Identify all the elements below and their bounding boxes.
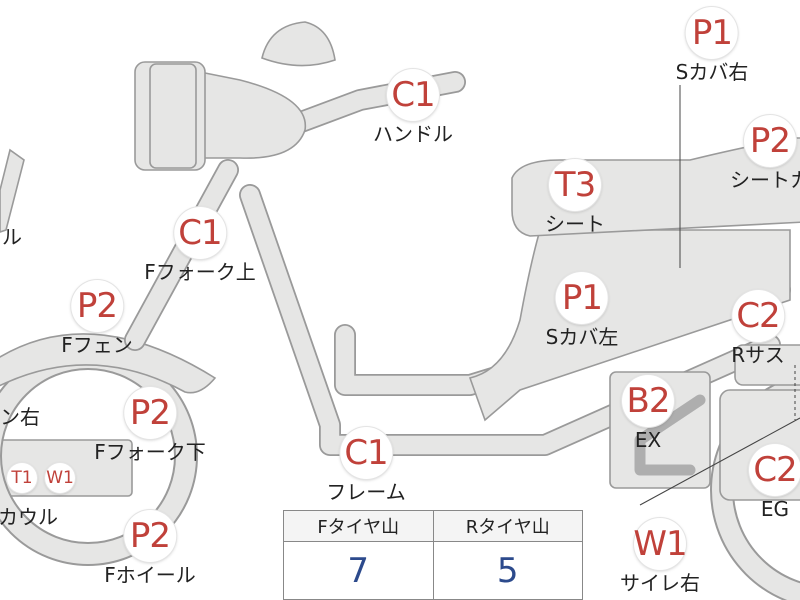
- callout-badge: T1: [7, 463, 37, 493]
- callout-badge: P2: [123, 387, 176, 439]
- callout-label: Fフォーク上: [144, 260, 256, 284]
- mirror-shape: [261, 21, 336, 67]
- callout-front-fender: P2 Fフェン: [61, 280, 133, 356]
- callout-label: シート: [545, 212, 605, 236]
- rear-suspension-shape: [734, 344, 800, 386]
- partial-label-left-bottom: カウル: [0, 505, 58, 529]
- callout-exhaust: B2 EX: [622, 375, 674, 451]
- callout-fork-upper: C1 Fフォーク上: [144, 207, 256, 283]
- callout-rear-suspension: C2 Rサス: [731, 290, 785, 366]
- callout-frame: C1 フレーム: [326, 427, 406, 504]
- rear-tire-value: 5: [432, 541, 583, 600]
- front-fender-shape: [0, 333, 217, 394]
- rear-tire-header: Rタイヤ山: [432, 510, 583, 542]
- callout-front-wheel: P2 Fホイール: [104, 510, 196, 586]
- callout-label: EG: [760, 497, 790, 521]
- callout-engine: C2 EG: [749, 444, 800, 520]
- tire-tread-table: Fタイヤ山 Rタイヤ山 7 5: [283, 510, 583, 600]
- callout-badge: P2: [70, 280, 123, 332]
- front-tire-value: 7: [283, 541, 434, 600]
- callout-badge: C1: [387, 69, 439, 121]
- callout-side-cover-right: P1 Sカバ右: [675, 7, 749, 84]
- callout-badge: T3: [549, 159, 601, 211]
- callout-silencer-right: W1 サイレ右: [620, 518, 700, 594]
- callout-badge: P2: [123, 510, 176, 562]
- callout-label: Fフォーク下: [94, 440, 206, 464]
- callout-label: Fフェン: [61, 333, 133, 357]
- callout-badge: W1: [633, 518, 688, 570]
- callout-badge: C1: [173, 207, 226, 259]
- callout-badge: C1: [340, 427, 392, 479]
- callout-fork-lower: P2 Fフォーク下: [94, 387, 206, 463]
- partial-label-left-mid: ン右: [0, 405, 40, 429]
- callout-handle: C1 ハンドル: [373, 69, 453, 145]
- leader-line-silencer: [639, 417, 800, 506]
- left-mirror-shape: [0, 148, 25, 233]
- callout-label: Rサス: [731, 343, 785, 367]
- callout-label: シートカ: [730, 168, 800, 192]
- callout-badge: C2: [749, 444, 800, 496]
- callout-seat-cover: P2 シートカ: [730, 115, 800, 191]
- callout-badge: C2: [732, 290, 784, 342]
- partial-label-left-top: ル: [2, 225, 22, 249]
- callout-cowl-w1: W1: [45, 463, 75, 493]
- callout-label: EX: [634, 428, 662, 452]
- headlight-shape: [134, 61, 307, 171]
- callout-seat: T3 シート: [545, 159, 605, 235]
- callout-badge: W1: [45, 463, 75, 493]
- callout-badge: P1: [555, 272, 608, 324]
- callout-label: Sカバ左: [545, 325, 619, 349]
- callout-badge: P2: [744, 115, 796, 167]
- callout-cowl-t1: T1: [7, 463, 37, 493]
- callout-label: サイレ右: [620, 571, 700, 595]
- callout-label: Fホイール: [104, 563, 196, 587]
- callout-label: フレーム: [326, 480, 406, 504]
- callout-side-cover-left: P1 Sカバ左: [545, 272, 619, 349]
- callout-badge: B2: [622, 375, 674, 427]
- side-cover-shape: [468, 229, 791, 422]
- callout-badge: P1: [685, 7, 738, 59]
- callout-label: Sカバ右: [675, 60, 749, 84]
- front-tire-header: Fタイヤ山: [283, 510, 434, 542]
- callout-label: ハンドル: [373, 122, 453, 146]
